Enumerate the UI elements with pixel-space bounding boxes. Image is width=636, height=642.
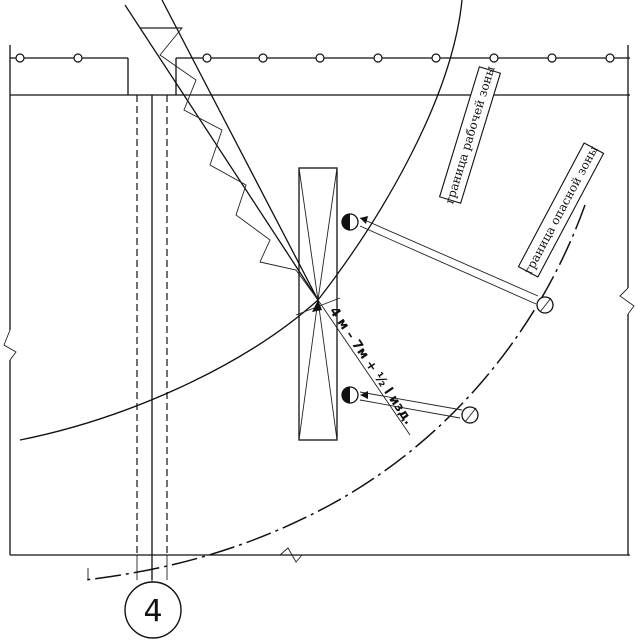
- sightline-upper: [359, 216, 539, 305]
- building-outline: [3, 45, 635, 563]
- sightline-lower: [359, 391, 463, 419]
- marker-upper-left: [341, 213, 359, 231]
- marker-upper-right: [536, 296, 554, 314]
- rail-circle: [315, 53, 325, 63]
- crane-boom: [124, 0, 319, 301]
- danger-zone-boundary: [84, 204, 586, 581]
- rail-circle: [431, 53, 441, 63]
- danger-zone-label: граница опасной зоны: [517, 142, 605, 278]
- dimension-label: 4 м – 7м + ½ l изд.: [326, 304, 416, 427]
- working-zone-boundary: [19, 0, 463, 441]
- rail-circle: [15, 53, 25, 63]
- top-rail: [10, 53, 630, 95]
- working-zone-label: граница рабочей зоны: [438, 64, 502, 206]
- axis-bubble: 4: [124, 581, 182, 639]
- svg-text:граница рабочей зоны: граница рабочей зоны: [442, 64, 497, 206]
- rail-circle: [202, 53, 212, 63]
- marker-lower-left: [341, 386, 359, 404]
- svg-text:граница опасной зоны: граница опасной зоны: [521, 143, 601, 276]
- column-axis-4: [87, 95, 168, 588]
- rail-circle: [547, 53, 557, 63]
- rail-circle: [605, 53, 615, 63]
- rail-circle: [373, 53, 383, 63]
- rail-circle: [73, 53, 83, 63]
- rail-circle: [489, 53, 499, 63]
- dimension-line: [295, 297, 411, 436]
- rail-circle: [258, 53, 268, 63]
- axis-label: 4: [143, 594, 162, 629]
- marker-lower-right: [461, 406, 479, 424]
